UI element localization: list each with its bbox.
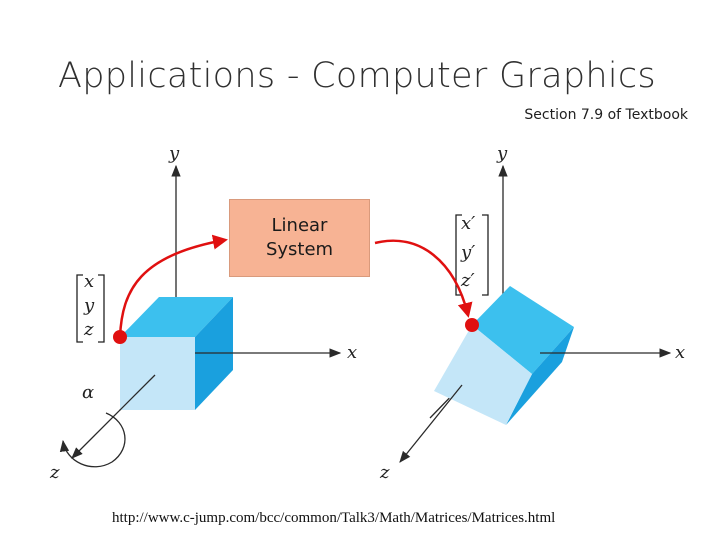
left-cube-top — [120, 297, 233, 337]
left-y-label: y — [169, 143, 180, 164]
left-x-label: x — [347, 342, 358, 363]
right-z-axis — [399, 384, 463, 463]
input-point — [113, 330, 127, 344]
rotation-arrow — [59, 412, 126, 468]
slide-subtitle: Section 7.9 of Textbook — [524, 107, 688, 123]
left-z-label: z — [50, 462, 60, 483]
linear-system-line2: System — [265, 239, 334, 260]
right-z-label: z — [380, 462, 390, 483]
right-vector-bracket-right — [482, 214, 489, 296]
right-cube-front — [434, 325, 532, 425]
output-point — [465, 318, 479, 332]
right-x-label: x — [675, 342, 686, 363]
right-y-label: y — [497, 143, 508, 164]
output-arrow — [374, 239, 473, 318]
right-vector-bracket-left — [455, 214, 462, 296]
linear-system-box: Linear System — [229, 199, 370, 277]
left-vector-x: x — [84, 271, 95, 292]
right-cube-side — [506, 327, 574, 425]
right-cube-top — [472, 286, 574, 374]
left-vector-z: z — [84, 319, 94, 340]
left-vector-bracket-left — [76, 274, 83, 343]
right-vector-y: y′ — [461, 242, 476, 263]
right-vector-x: x′ — [461, 213, 476, 234]
right-vector-z: z′ — [461, 270, 475, 291]
left-vector-bracket-right — [98, 274, 105, 343]
input-arrow — [118, 234, 228, 338]
left-vector-y: y — [84, 295, 95, 316]
linear-system-line1: Linear — [271, 214, 328, 236]
alpha-label: α — [82, 382, 95, 403]
slide-title: Applications - Computer Graphics — [58, 56, 656, 96]
source-url[interactable]: http://www.c-jump.com/bcc/common/Talk3/M… — [112, 510, 556, 526]
